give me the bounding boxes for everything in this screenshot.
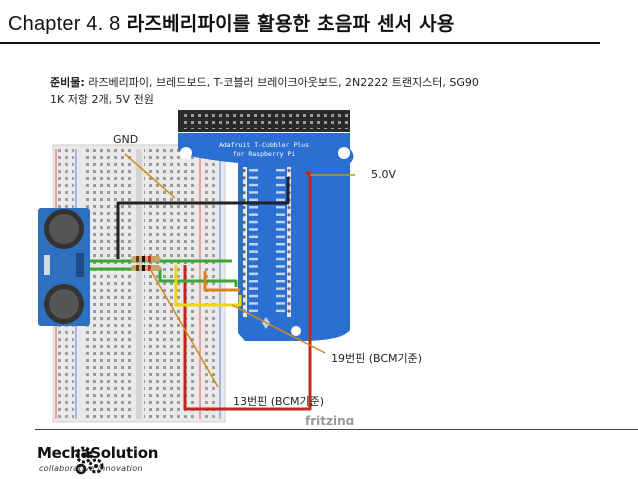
cobbler-pin xyxy=(242,250,246,254)
cobbler-pin-label xyxy=(249,309,258,313)
cobbler-pin xyxy=(242,220,246,224)
cobbler-pin xyxy=(242,183,246,187)
cobbler-pin-label xyxy=(276,183,285,187)
cobbler-pin xyxy=(242,213,246,217)
cobbler-pin-label xyxy=(249,213,258,216)
mechasolution-logo-icon xyxy=(75,446,104,475)
cobbler-pin xyxy=(287,257,291,261)
cobbler-pin-label xyxy=(276,220,285,224)
cobbler-pin xyxy=(287,242,291,247)
cobbler-pin-label xyxy=(249,176,258,179)
cobbler-pin xyxy=(287,287,291,291)
pin19-label: 19번핀 (BCM기준) xyxy=(331,352,422,365)
cobbler-label-line2: for Raspberry Pi xyxy=(233,150,296,158)
cobbler-pin xyxy=(287,205,291,210)
cobbler-pin-label xyxy=(276,265,285,268)
cobbler-pin xyxy=(287,213,291,217)
cobbler-pin xyxy=(242,287,246,291)
cobbler-pin-label xyxy=(249,250,258,253)
cobbler-pin xyxy=(242,205,246,210)
cobbler-pin xyxy=(242,272,246,276)
cobbler-pin-label xyxy=(249,206,258,209)
ultrasonic-sensor xyxy=(38,208,90,326)
footer-divider xyxy=(35,429,638,430)
cobbler-pin xyxy=(287,272,291,276)
materials-line2: 1K 저항 2개, 5V 전원 xyxy=(50,93,154,106)
fritzing-watermark: fritzing xyxy=(305,414,354,425)
cobbler-pin xyxy=(242,265,246,269)
chapter-number: Chapter 4. 8 xyxy=(8,13,121,35)
slide-title: Chapter 4. 8 라즈베리파이를 활용한 초음파 센서 사용 xyxy=(8,9,455,36)
cobbler-label-line1: Adafruit T-Cobbler Plus xyxy=(219,141,309,149)
cobbler-pin-label xyxy=(276,176,285,179)
cobbler-pin-label xyxy=(276,287,285,290)
cobbler-pin xyxy=(287,235,291,239)
cobbler-pin-label xyxy=(249,302,258,305)
title-underline xyxy=(0,42,600,44)
cobbler-pin xyxy=(242,294,246,298)
cobbler-pin xyxy=(287,302,291,306)
brand-name: MechaSolution xyxy=(37,444,159,462)
pin13-label: 13번핀 (BCM기준) xyxy=(233,395,324,408)
cobbler-pin xyxy=(242,198,246,202)
cobbler-pin-label xyxy=(249,272,258,276)
cobbler-pin-label xyxy=(276,272,285,276)
cobbler-pin-label xyxy=(249,235,258,239)
cobbler-pin xyxy=(242,242,246,247)
materials-line1: 라즈베리파이, 브레드보드, T-코블러 브레이크아웃보드, 2N2222 트랜… xyxy=(88,76,479,89)
cobbler-pin-label xyxy=(276,302,285,305)
cobbler-pin xyxy=(242,228,246,232)
cobbler-pin-label xyxy=(276,206,285,209)
wiring-diagram: Adafruit T-Cobbler Plus for Raspberry Pi xyxy=(38,110,422,425)
cobbler-pin-label xyxy=(276,213,285,216)
gnd-label: GND xyxy=(113,133,138,146)
cobbler-pin-label xyxy=(276,243,285,246)
cobbler-pin xyxy=(242,257,246,261)
cobbler-pin xyxy=(242,191,246,195)
cobbler-pin-label xyxy=(276,257,285,261)
cobbler-pin xyxy=(242,168,246,173)
cobbler-pin xyxy=(287,279,291,284)
cobbler-pin-label xyxy=(249,294,258,298)
cobbler-pin xyxy=(287,265,291,269)
cobbler-pin-label xyxy=(249,280,258,283)
cobbler-pin-label xyxy=(249,191,258,194)
cobbler-pin-label xyxy=(276,198,285,202)
materials-label: 준비물: xyxy=(50,76,85,89)
cobbler-pin-label xyxy=(249,287,258,290)
chapter-title: 라즈베리파이를 활용한 초음파 센서 사용 xyxy=(126,13,455,35)
cobbler-pin xyxy=(287,250,291,254)
cobbler-pin-label xyxy=(276,228,285,231)
cobbler-pin-label xyxy=(276,250,285,253)
cobbler-pin-label xyxy=(249,228,258,231)
cobbler-pin xyxy=(242,235,246,239)
cobbler-pin-label xyxy=(249,198,258,202)
cobbler-pin-label xyxy=(276,235,285,239)
cobbler-pin-label xyxy=(276,191,285,194)
cobbler-pin-label xyxy=(249,169,258,172)
cobbler-pin-label xyxy=(249,220,258,224)
brand-tagline: collaborative innovation xyxy=(39,464,143,473)
cobbler-pin-label xyxy=(249,243,258,246)
cobbler-pin xyxy=(242,279,246,284)
5v-label: 5.0V xyxy=(371,168,396,181)
cobbler-pin xyxy=(287,220,291,224)
callout-lines xyxy=(124,153,355,388)
cobbler-pin-label xyxy=(276,294,285,298)
cobbler-pin-label xyxy=(276,309,285,313)
cobbler-pin-label xyxy=(249,183,258,187)
cobbler-pin xyxy=(287,168,291,173)
resistors xyxy=(131,256,161,271)
cobbler-pin xyxy=(242,302,246,306)
wires xyxy=(90,171,312,411)
materials-text: 준비물: 라즈베리파이, 브레드보드, T-코블러 브레이크아웃보드, 2N22… xyxy=(50,74,610,108)
cobbler-pin xyxy=(242,176,246,180)
cobbler-pin-label xyxy=(249,265,258,268)
cobbler-pin-label xyxy=(276,169,285,172)
cobbler-pin-label xyxy=(249,257,258,261)
cobbler-pin-label xyxy=(276,280,285,283)
cobbler-pin xyxy=(287,228,291,232)
cobbler-pin xyxy=(287,294,291,298)
cobbler-pin xyxy=(287,309,291,313)
